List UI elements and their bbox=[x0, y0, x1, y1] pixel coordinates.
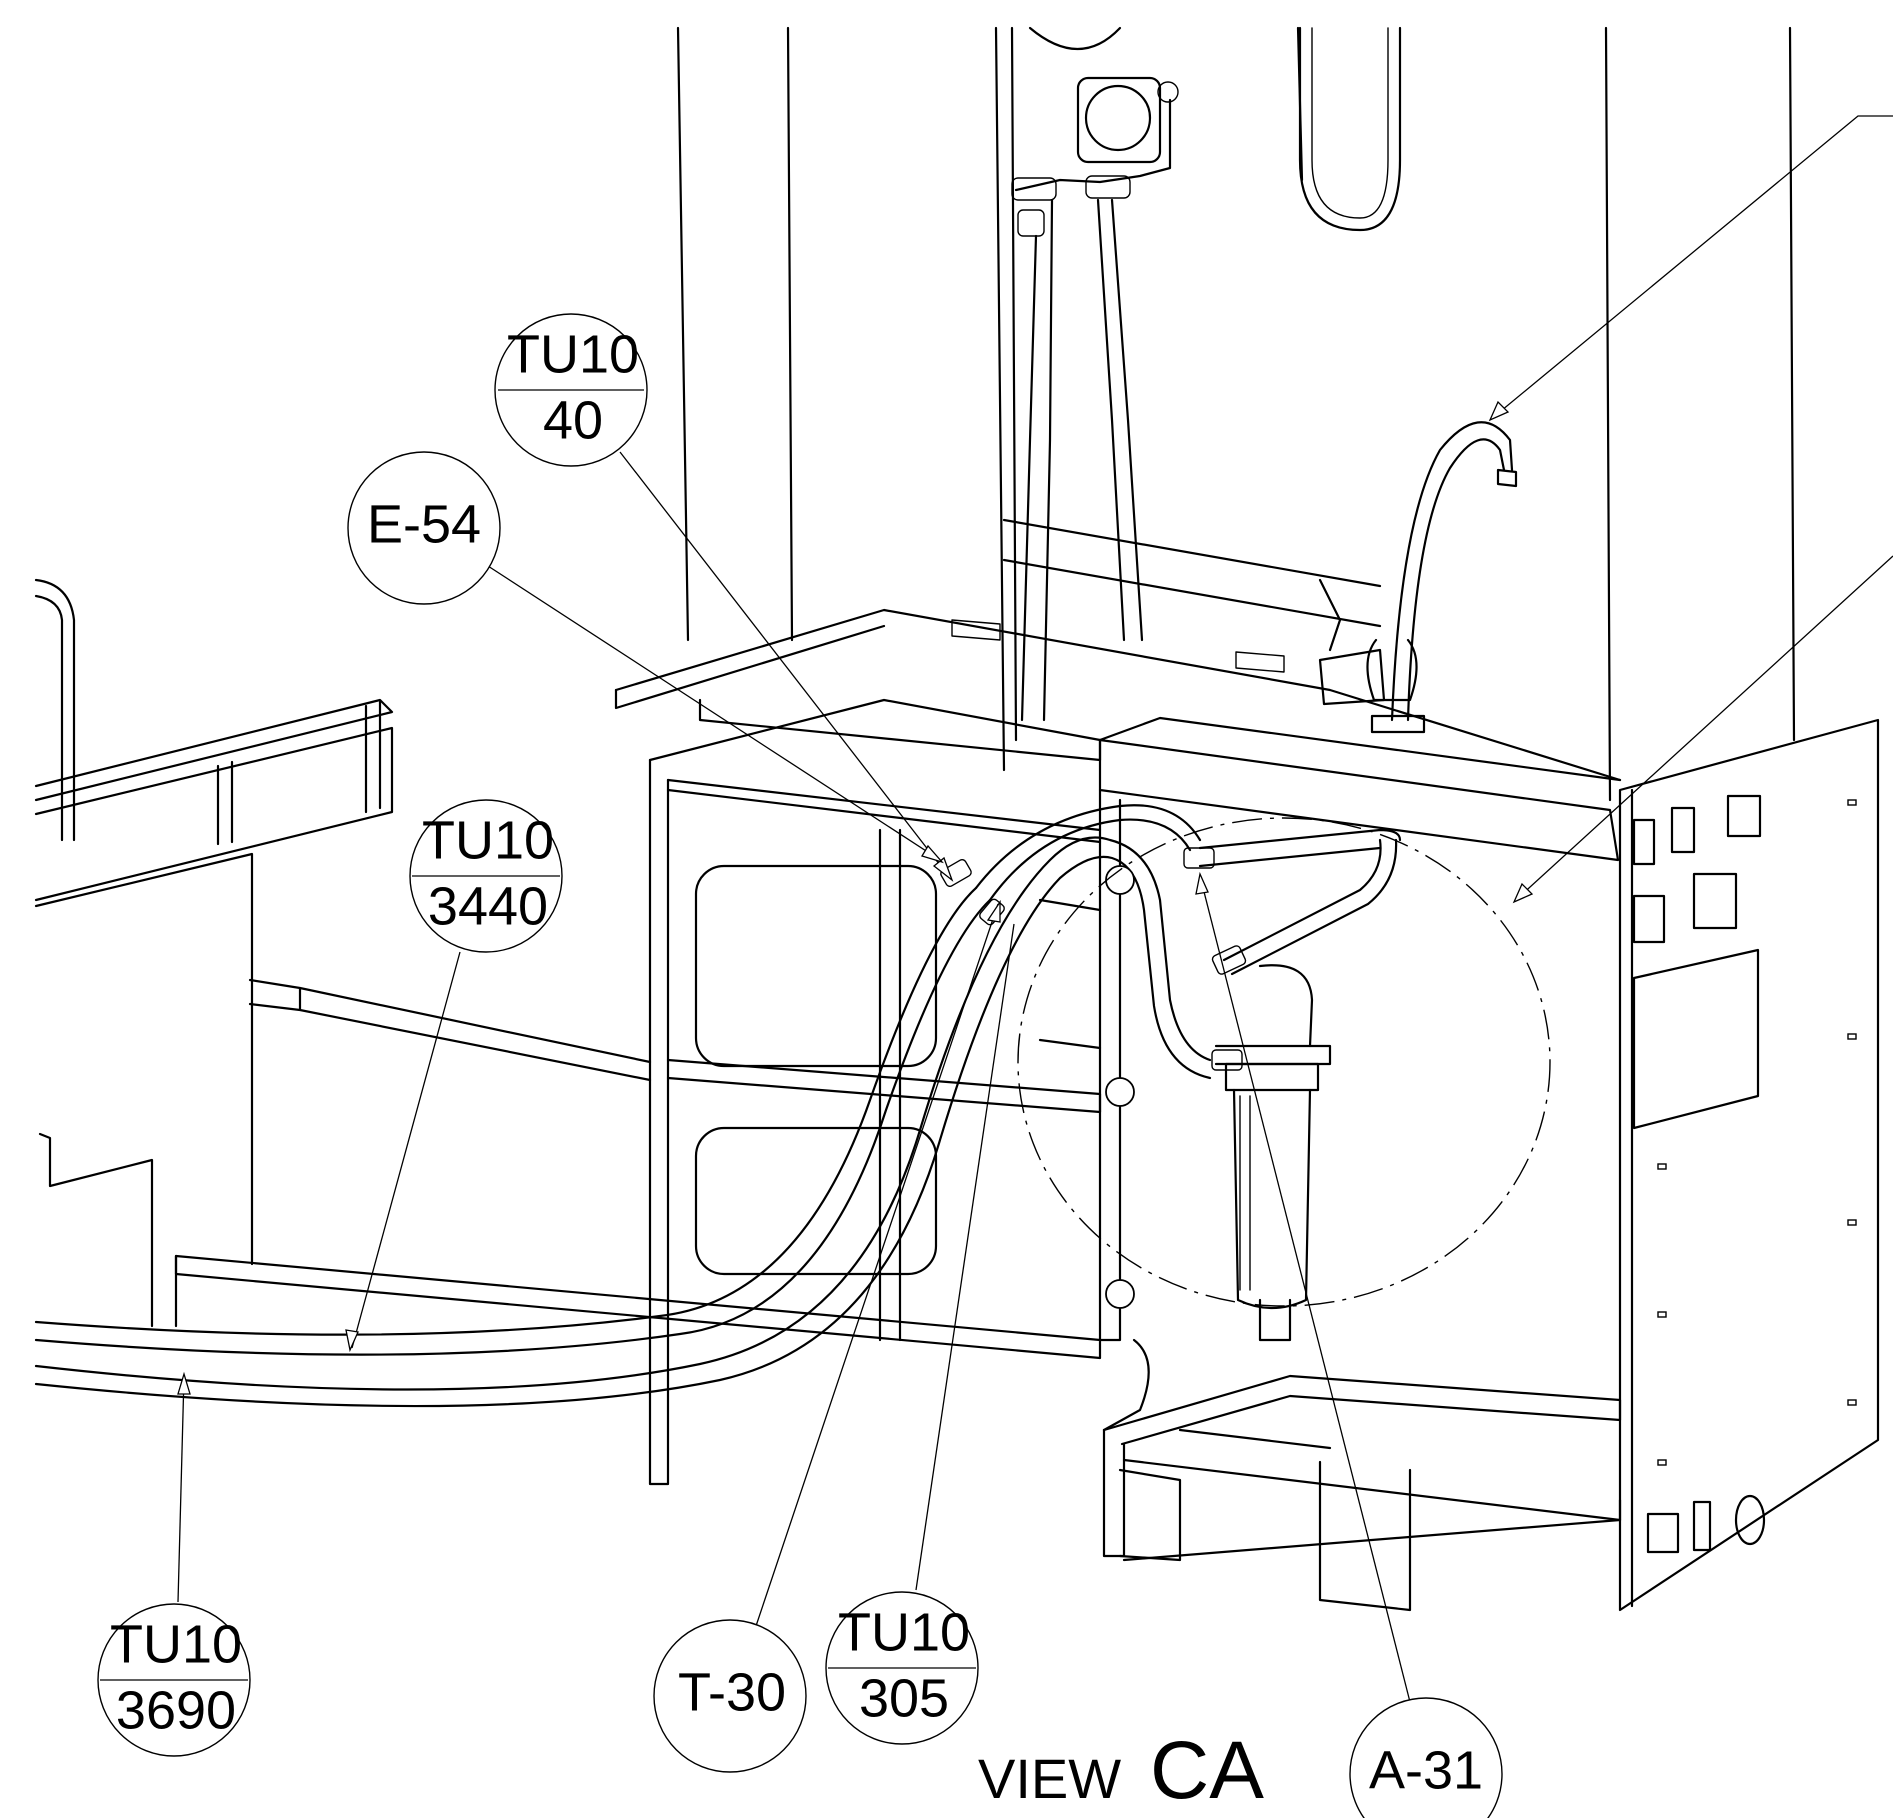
upper-rail bbox=[1002, 518, 1382, 628]
leader-detail bbox=[1517, 555, 1893, 899]
view-title-name: CA bbox=[1150, 1725, 1264, 1816]
hose-3690 bbox=[34, 836, 1212, 1391]
machine-structure bbox=[34, 26, 1880, 1612]
panel-pins bbox=[1657, 799, 1857, 1466]
callout-a-31-label: A-31 bbox=[1369, 1740, 1483, 1800]
front-left-leg bbox=[648, 758, 670, 1486]
leader-e-54 bbox=[487, 565, 941, 861]
callout-e-54: E-54 bbox=[347, 451, 501, 605]
faucet bbox=[1318, 421, 1518, 734]
bottom-shelf bbox=[1102, 1374, 1622, 1446]
right-top-rail bbox=[1098, 738, 1620, 862]
callout-tu10-305-bottom: 305 bbox=[859, 1668, 949, 1728]
callout-tu10-40-bottom: 40 bbox=[543, 390, 603, 450]
hose-3440 bbox=[34, 886, 978, 1336]
top-loop-tube bbox=[1298, 26, 1402, 232]
callout-tu10-3690-top: TU10 bbox=[110, 1614, 242, 1674]
center-column-outline bbox=[994, 26, 1018, 772]
callout-tu10-40-top: TU10 bbox=[507, 324, 639, 384]
low-front-board bbox=[174, 1254, 1102, 1360]
right-column-outline bbox=[1296, 26, 1796, 802]
mid-crossbar bbox=[666, 1058, 1102, 1114]
left-lower-bar bbox=[248, 978, 652, 1082]
hoses bbox=[34, 804, 1402, 1432]
left-panel bbox=[34, 852, 254, 1266]
dosing-pump bbox=[1011, 26, 1179, 237]
bottom-foot bbox=[1318, 1460, 1412, 1612]
panel-cutouts bbox=[1632, 794, 1766, 1554]
callout-t-30: T-30 bbox=[653, 1619, 807, 1773]
table-top-back-edge bbox=[614, 608, 1622, 782]
callout-tu10-3690: TU10 3690 bbox=[97, 1603, 251, 1757]
leader-tu10-40 bbox=[619, 451, 951, 879]
leader-tu10-3690 bbox=[177, 1375, 185, 1603]
leader-a-31 bbox=[1199, 875, 1411, 1703]
left-rack-edge bbox=[34, 578, 76, 842]
detail-circle bbox=[1017, 817, 1551, 1307]
callout-tu10-3690-bottom: 3690 bbox=[116, 1680, 236, 1740]
left-rack-rail bbox=[34, 698, 394, 802]
leader-faucet bbox=[1489, 115, 1893, 421]
water-filter bbox=[1214, 964, 1332, 1342]
side-window-upper bbox=[694, 864, 938, 1068]
table-inner-edge bbox=[648, 698, 1102, 762]
callout-tu10-3440-top: TU10 bbox=[422, 810, 554, 870]
leader-t-30 bbox=[755, 903, 999, 1627]
callout-tu10-305-top: TU10 bbox=[838, 1602, 970, 1662]
right-side-panel bbox=[1618, 718, 1880, 1612]
side-window-lower bbox=[694, 1126, 938, 1276]
callout-tu10-3440-bottom: 3440 bbox=[428, 876, 548, 936]
callout-tu10-3440: TU10 3440 bbox=[409, 799, 563, 953]
leader-tu10-3440 bbox=[351, 951, 461, 1349]
view-title-prefix: VIEW bbox=[978, 1747, 1121, 1810]
leader-lines bbox=[177, 115, 1893, 1703]
pump-hose-left bbox=[1020, 234, 1038, 722]
pump-hose-right bbox=[1096, 198, 1126, 642]
front-right-leg bbox=[1098, 788, 1122, 1342]
callout-tu10-40: TU10 40 bbox=[494, 313, 648, 467]
callout-a-31: A-31 bbox=[1349, 1697, 1503, 1818]
callout-tu10-305: TU10 305 bbox=[825, 1591, 979, 1745]
callout-t-30-label: T-30 bbox=[678, 1662, 786, 1722]
callout-e-54-label: E-54 bbox=[367, 494, 481, 554]
view-title: VIEW CA bbox=[978, 1725, 1264, 1816]
